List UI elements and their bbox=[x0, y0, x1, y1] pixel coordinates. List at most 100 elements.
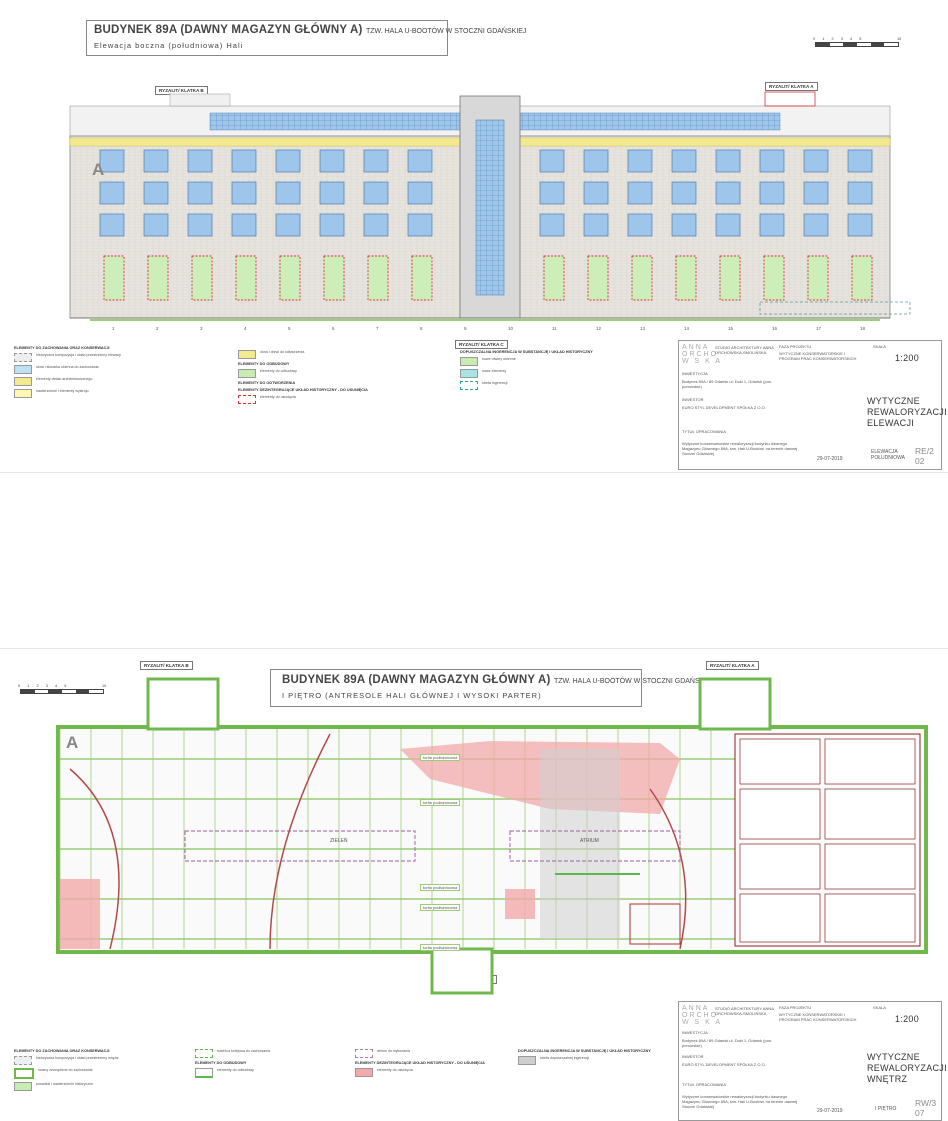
axis-number: 16 bbox=[772, 326, 778, 331]
axis-number: 3 bbox=[200, 326, 203, 331]
sheet-title: BUDYNEK 89A (DAWNY MAGAZYN GŁÓWNY A) TZW… bbox=[282, 674, 714, 686]
axis-number: 10 bbox=[508, 326, 514, 331]
faza-value: WYTYCZNE KONSERWATORSKIE I PROGRAM PRAC … bbox=[779, 351, 857, 361]
studio-name: STUDIO ARCHITEKTURY ANNA ORCHOWSKA-SMOLI… bbox=[715, 1006, 774, 1016]
sheet-subtitle: I PIĘTRO (ANTRESOLE HALI GŁÓWNEJ I WYSOK… bbox=[282, 691, 542, 700]
facade-window bbox=[407, 149, 433, 173]
date-value: 29-07-2019 bbox=[817, 1108, 843, 1114]
scale-label: 4 bbox=[849, 37, 853, 41]
roof-skylight-right bbox=[519, 112, 781, 131]
scale-label: 5 bbox=[859, 37, 862, 41]
skala-label: SKALA bbox=[873, 344, 886, 349]
ground-floor-opening bbox=[147, 255, 169, 301]
facade-window bbox=[583, 149, 609, 173]
ground-floor-opening bbox=[587, 255, 609, 301]
swatch-lightyellow bbox=[14, 389, 32, 398]
scale-label: 3 bbox=[45, 684, 48, 688]
author-logo: ANNA ORCHO W S K A bbox=[682, 344, 722, 365]
title-suffix: TZW. HALA U-BOOTÓW W STOCZNI GDAŃSKIEJ bbox=[365, 28, 527, 35]
legend-row: okna i drzwi do odtworzenia bbox=[238, 350, 453, 359]
axis-number: 14 bbox=[684, 326, 690, 331]
inwestor-label: INWESTOR bbox=[682, 397, 704, 402]
legend-heading: DOPUSZCZALNA INGERENCJA W SUBSTANCJĘ I U… bbox=[460, 350, 593, 354]
facade-window bbox=[99, 213, 125, 237]
tytul-label: TYTUŁ OPRACOWANIA bbox=[682, 1082, 727, 1087]
ground-floor-opening bbox=[763, 255, 785, 301]
facade-window bbox=[539, 181, 565, 205]
heading-line1: WYTYCZNE bbox=[867, 1052, 920, 1062]
drawing-name: ELEWACJA POŁUDNIOWA bbox=[871, 449, 905, 461]
scale-value: 1:200 bbox=[895, 1014, 920, 1024]
title-text: BUDYNEK 89A (DAWNY MAGAZYN GŁÓWNY A) bbox=[282, 674, 551, 686]
tag-ryzalit-a: RYZALIT/ KLATKA A bbox=[765, 82, 818, 91]
facade-window bbox=[363, 181, 389, 205]
tytul-value: Wytyczne konserwatorskie rewaloryzacji b… bbox=[682, 441, 798, 456]
facade-window bbox=[99, 149, 125, 173]
office-room bbox=[739, 843, 821, 890]
scale-value: 1:200 bbox=[895, 353, 920, 363]
inwestor-value: EURO STYL DEVELOPMENT SPÓŁKA Z O.O. bbox=[682, 1062, 766, 1067]
removal-zone-small bbox=[505, 889, 535, 919]
ground-floor-opening bbox=[103, 255, 125, 301]
scale-label: 0 bbox=[18, 684, 21, 688]
hall-label: torfia podłużnicowa bbox=[420, 944, 461, 951]
logo-line: ANNA bbox=[682, 344, 710, 351]
sheet-title: BUDYNEK 89A (DAWNY MAGAZYN GŁÓWNY A) TZW… bbox=[94, 24, 526, 36]
swatch-green bbox=[238, 369, 256, 378]
tytul-label: TYTUŁ OPRACOWANIA bbox=[682, 429, 727, 434]
rail-curve-left bbox=[69, 768, 120, 950]
studio-name: STUDIO ARCHITEKTURY ANNA ORCHOWSKA-SMOLI… bbox=[715, 345, 774, 355]
legend-column-4: DOPUSZCZALNA INGERENCJA W SUBSTANCJĘ I U… bbox=[518, 1049, 673, 1068]
facade-window bbox=[99, 181, 125, 205]
sheet-subtitle: Elewacja boczna (południowa) Hali bbox=[94, 41, 244, 50]
swatch-green-line bbox=[195, 1068, 213, 1078]
legend-heading: ELEMENTY DO ODBUDOWY bbox=[195, 1061, 247, 1065]
facade-window bbox=[583, 213, 609, 237]
office-block bbox=[734, 733, 921, 947]
stair-tower-a bbox=[698, 677, 772, 731]
heading-line2: REWALORYZACJI bbox=[867, 1063, 947, 1073]
facade-window bbox=[407, 213, 433, 237]
inwestycja-label: INWESTYCJA bbox=[682, 371, 708, 376]
removal-zone-left bbox=[60, 879, 100, 949]
axis-number: 15 bbox=[728, 326, 734, 331]
legend-row: elementy do odbudowy bbox=[238, 369, 453, 378]
axis-number: 5 bbox=[288, 326, 291, 331]
scale-label: 2 bbox=[831, 37, 834, 41]
title-text: BUDYNEK 89A (DAWNY MAGAZYN GŁÓWNY A) bbox=[94, 24, 363, 36]
swatch-teal bbox=[460, 369, 478, 378]
legend-row: elementy detalu architektonicznego bbox=[14, 377, 229, 386]
facade-window bbox=[715, 149, 741, 173]
ground-floor-opening bbox=[675, 255, 697, 301]
legend-row: nowe otwory okienne bbox=[460, 357, 660, 366]
facade-window bbox=[803, 181, 829, 205]
legend-row: historyczna kompozycja i układ przestrze… bbox=[14, 1056, 184, 1065]
legend-column-3: atrium do wykonania ELEMENTY DEZINTEGRUJ… bbox=[355, 1049, 515, 1080]
ground-floor-opening bbox=[323, 255, 345, 301]
swatch-green bbox=[14, 1082, 32, 1091]
axis-number: 8 bbox=[420, 326, 423, 331]
dashed-area bbox=[759, 301, 911, 315]
facade-window bbox=[275, 181, 301, 205]
scale-label: 1 bbox=[27, 684, 30, 688]
rail-curve-right bbox=[649, 788, 687, 950]
facade-window bbox=[803, 213, 829, 237]
facade-window bbox=[539, 213, 565, 237]
scale-label: 4 bbox=[54, 684, 58, 688]
office-room bbox=[739, 788, 821, 840]
faza-label: FAZA PROJEKTU bbox=[779, 1005, 812, 1010]
ground-floor-opening bbox=[411, 255, 433, 301]
legend-column-1: ELEMENTY DO ZACHOWANIA ORAZ KONSERWACJI … bbox=[14, 346, 229, 401]
swatch-teal-dashed bbox=[460, 381, 478, 390]
heading-line3: ELEWACJI bbox=[867, 418, 915, 428]
axis-number: 12 bbox=[596, 326, 602, 331]
title-frame bbox=[270, 669, 642, 707]
legend-row: nawierzchnie i elementy wystroju bbox=[14, 389, 229, 398]
inwestor-value: EURO STYL DEVELOPMENT SPÓŁKA Z O.O. bbox=[682, 405, 766, 410]
facade-window bbox=[671, 213, 697, 237]
logo-line: W S K A bbox=[682, 358, 723, 365]
ground-floor-opening bbox=[631, 255, 653, 301]
facade-window bbox=[143, 213, 169, 237]
author-logo: ANNA ORCHO W S K A bbox=[682, 1005, 722, 1026]
